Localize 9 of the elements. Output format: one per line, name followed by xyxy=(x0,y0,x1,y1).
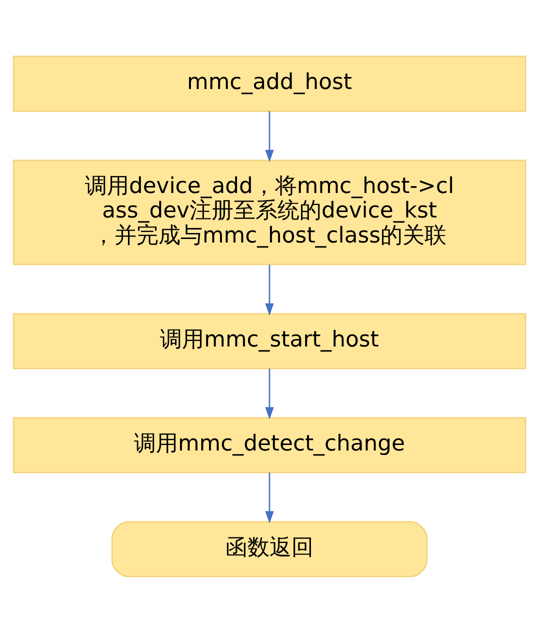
arrow xyxy=(265,472,274,524)
arrow xyxy=(265,264,274,316)
node-box: 函数返回 xyxy=(111,520,428,577)
node-box: 调用mmc_detect_change xyxy=(12,416,526,473)
arrow xyxy=(265,368,274,419)
node-box: mmc_add_host xyxy=(12,55,526,112)
node-box: 调用device_add，将mmc_host->class_dev注册至系统的device_kst，并完成与mmc_host_class的关联 xyxy=(12,159,526,265)
node-box: 调用mmc_start_host xyxy=(12,312,526,369)
arrow xyxy=(265,110,274,162)
